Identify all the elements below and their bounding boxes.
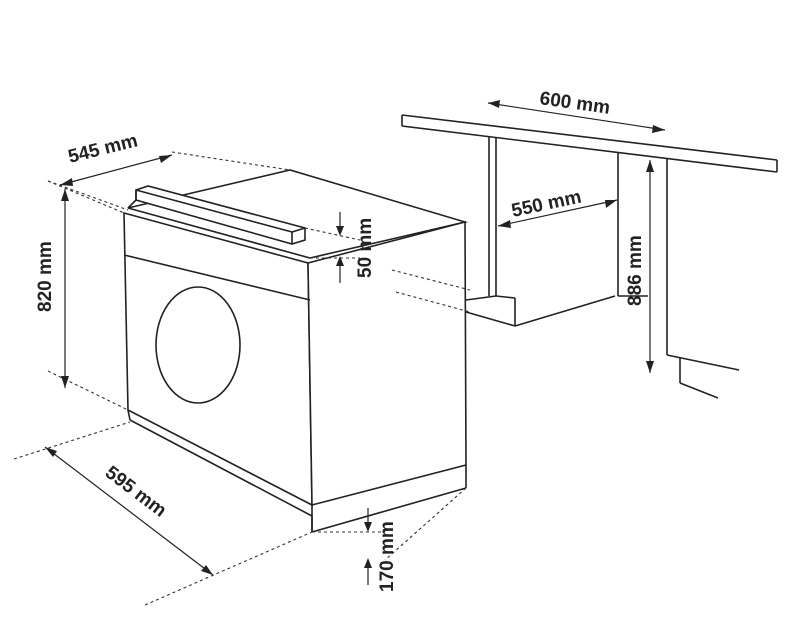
plinth-bottom-front: [129, 419, 313, 517]
worktop-top-edge: [401, 114, 778, 161]
right-floor-edge: [666, 354, 740, 371]
worktop-bottom-edge: [401, 125, 778, 173]
left-floor-top: [465, 295, 497, 301]
dimension-top-50: 50 mm: [304, 212, 376, 283]
label-height-820: 820 mm: [35, 241, 56, 312]
door-porthole: [155, 286, 241, 404]
label-depth-545: 545 mm: [66, 130, 140, 167]
top-mounting-bracket: [127, 185, 306, 245]
machine-side-face: [307, 220, 467, 507]
washing-machine: [123, 169, 469, 533]
label-niche-886: 886 mm: [625, 235, 646, 306]
dimension-niche-600: 600 mm: [487, 88, 666, 133]
right-floor-front: [679, 382, 719, 399]
label-niche-600: 600 mm: [538, 88, 611, 119]
control-panel-line: [123, 254, 311, 301]
left-floor-step-top: [495, 295, 516, 299]
label-top-50: 50 mm: [355, 218, 376, 278]
built-in-niche: [401, 114, 778, 399]
label-width-595: 595 mm: [101, 462, 170, 521]
dimension-niche-886: 886 mm: [625, 160, 654, 373]
back-floor-line: [514, 295, 616, 327]
plinth-edge-left: [127, 409, 131, 421]
guide-line-1: [391, 269, 471, 291]
dimension-niche-550: 550 mm: [497, 187, 618, 228]
dimension-height-820: 820 mm: [35, 180, 129, 411]
plinth-bottom-side: [311, 487, 467, 533]
label-plinth-170: 170 mm: [377, 521, 398, 592]
label-niche-550: 550 mm: [510, 187, 584, 222]
left-floor-front: [465, 311, 516, 327]
guide-line-2: [395, 291, 471, 313]
dimension-plinth-170: 170 mm: [312, 487, 467, 592]
